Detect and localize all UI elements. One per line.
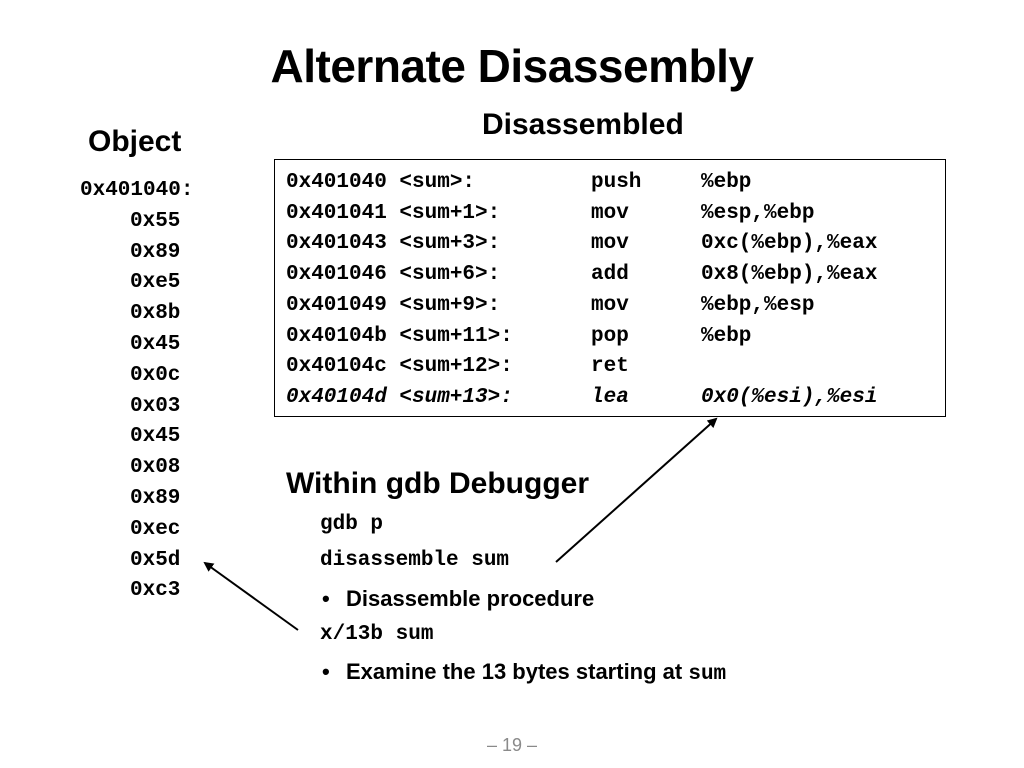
bullet-text: Examine the 13 bytes starting at <box>346 659 689 684</box>
disassembly-row-padding: 0x40104d <sum+13>: lea 0x0(%esi),%esi <box>275 383 877 414</box>
disassembly-address: 0x401040 <sum>: <box>286 171 476 194</box>
bullet-text: Disassemble procedure <box>346 586 595 611</box>
bullet-icon: • <box>322 586 330 611</box>
disassembly-address: 0x40104d <sum+13>: <box>286 385 513 409</box>
gdb-command-disassemble: disassemble sum <box>320 549 510 572</box>
disassembled-heading: Disassembled <box>482 108 684 141</box>
disassembly-row: 0x401041 <sum+1>: mov %esp,%ebp <box>275 199 814 230</box>
bullet-code: sum <box>688 663 727 686</box>
disassembly-operands: %ebp,%esp <box>701 293 815 317</box>
disassembly-opcode: mov <box>591 232 629 256</box>
bullet-examine-bytes: • Examine the 13 bytes starting at sum <box>322 658 726 689</box>
disassembly-operands: 0xc(%ebp),%eax <box>701 232 878 256</box>
object-heading: Object <box>88 125 182 158</box>
object-byte: 0x0c <box>130 363 181 387</box>
object-byte: 0xe5 <box>130 271 181 295</box>
object-byte: 0xec <box>130 517 181 541</box>
disassembly-operands: %esp,%ebp <box>701 201 815 225</box>
disassembly-address: 0x40104c <sum+12>: <box>286 355 513 379</box>
object-byte: 0x8b <box>130 302 181 326</box>
gdb-command-start: gdb p <box>320 513 384 536</box>
object-byte: 0x5d <box>130 548 181 572</box>
disassembly-row: 0x401043 <sum+3>: mov 0xc(%ebp),%eax <box>275 229 877 260</box>
object-byte: 0xc3 <box>130 579 181 603</box>
disassembly-opcode: mov <box>591 293 629 317</box>
gdb-command-examine: x/13b sum <box>320 623 434 646</box>
object-byte: 0x45 <box>130 425 181 449</box>
disassembly-address: 0x401049 <sum+9>: <box>286 293 501 317</box>
arrow-examine-to-bytes <box>203 561 299 631</box>
disassembly-operands: %ebp <box>701 324 752 348</box>
disassembly-opcode: pop <box>591 324 629 348</box>
disassembly-opcode: mov <box>591 201 629 225</box>
disassembly-row: 0x401046 <sum+6>: add 0x8(%ebp),%eax <box>275 260 877 291</box>
disassembly-operands: %ebp <box>701 171 752 194</box>
disassembly-box: 0x401040 <sum>: push %ebp 0x401041 <sum+… <box>274 159 946 417</box>
disassembly-row: 0x40104b <sum+11>: pop %ebp <box>275 322 751 353</box>
gdb-heading: Within gdb Debugger <box>286 467 590 500</box>
page-number: – 19 – <box>486 735 538 755</box>
disassembly-opcode: push <box>591 171 642 194</box>
disassembly-opcode: ret <box>591 355 629 379</box>
object-byte: 0x45 <box>130 332 181 356</box>
disassembly-row: 0x401040 <sum>: push %ebp <box>275 168 751 199</box>
disassembly-operands: 0x0(%esi),%esi <box>701 385 878 409</box>
disassembly-address: 0x401041 <sum+1>: <box>286 201 501 225</box>
disassembly-address: 0x401043 <sum+3>: <box>286 232 501 256</box>
bullet-disassemble-procedure: • Disassemble procedure <box>322 585 594 613</box>
object-byte: 0x08 <box>130 456 181 480</box>
disassembly-opcode: lea <box>591 385 629 409</box>
disassembly-row: 0x40104c <sum+12>: ret <box>275 352 629 383</box>
object-byte: 0x55 <box>130 209 181 233</box>
disassembly-address: 0x401046 <sum+6>: <box>286 263 501 287</box>
object-address: 0x401040: <box>80 179 194 202</box>
disassembly-address: 0x40104b <sum+11>: <box>286 324 513 348</box>
disassembly-row: 0x401049 <sum+9>: mov %ebp,%esp <box>275 291 814 322</box>
disassembly-opcode: add <box>591 263 629 287</box>
object-byte: 0x89 <box>130 240 181 264</box>
disassembly-operands: 0x8(%ebp),%eax <box>701 263 878 287</box>
object-byte-list: 0x401040: 0x55 0x89 0xe5 0x8b 0x45 0x0c … <box>80 176 193 607</box>
bullet-icon: • <box>322 659 330 684</box>
object-byte: 0x03 <box>130 394 181 418</box>
slide-title: Alternate Disassembly <box>270 40 754 92</box>
object-byte: 0x89 <box>130 486 181 510</box>
